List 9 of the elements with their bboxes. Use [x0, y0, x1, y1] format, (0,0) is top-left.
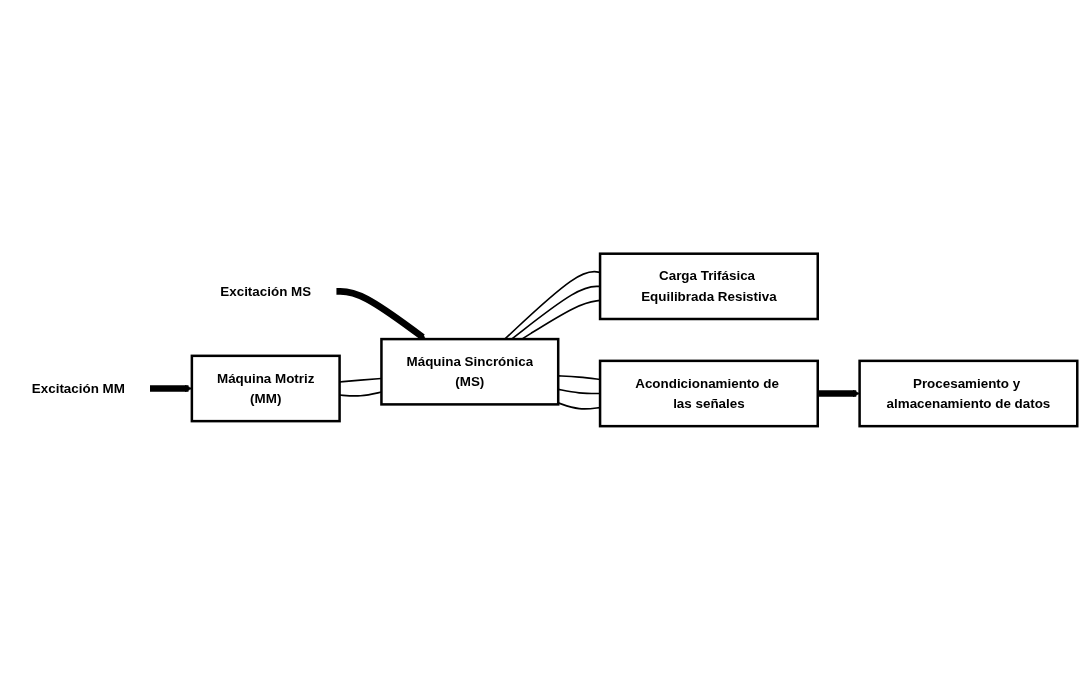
arrow	[817, 389, 860, 397]
node-box: Procesamiento y almacenamiento de datos	[858, 359, 1079, 427]
node-text: Excitación MM	[31, 380, 125, 395]
node-text: Excitación MS	[220, 283, 312, 298]
node-box: Carga Trifásica Equilibrada Resistiva	[598, 252, 819, 320]
connector	[557, 401, 601, 410]
node-box: Máquina Motriz (MM)	[190, 354, 341, 422]
node-box: Máquina Sincrónica (MS)	[380, 337, 560, 406]
node-box: Acondicionamiento de las señales	[598, 359, 819, 427]
